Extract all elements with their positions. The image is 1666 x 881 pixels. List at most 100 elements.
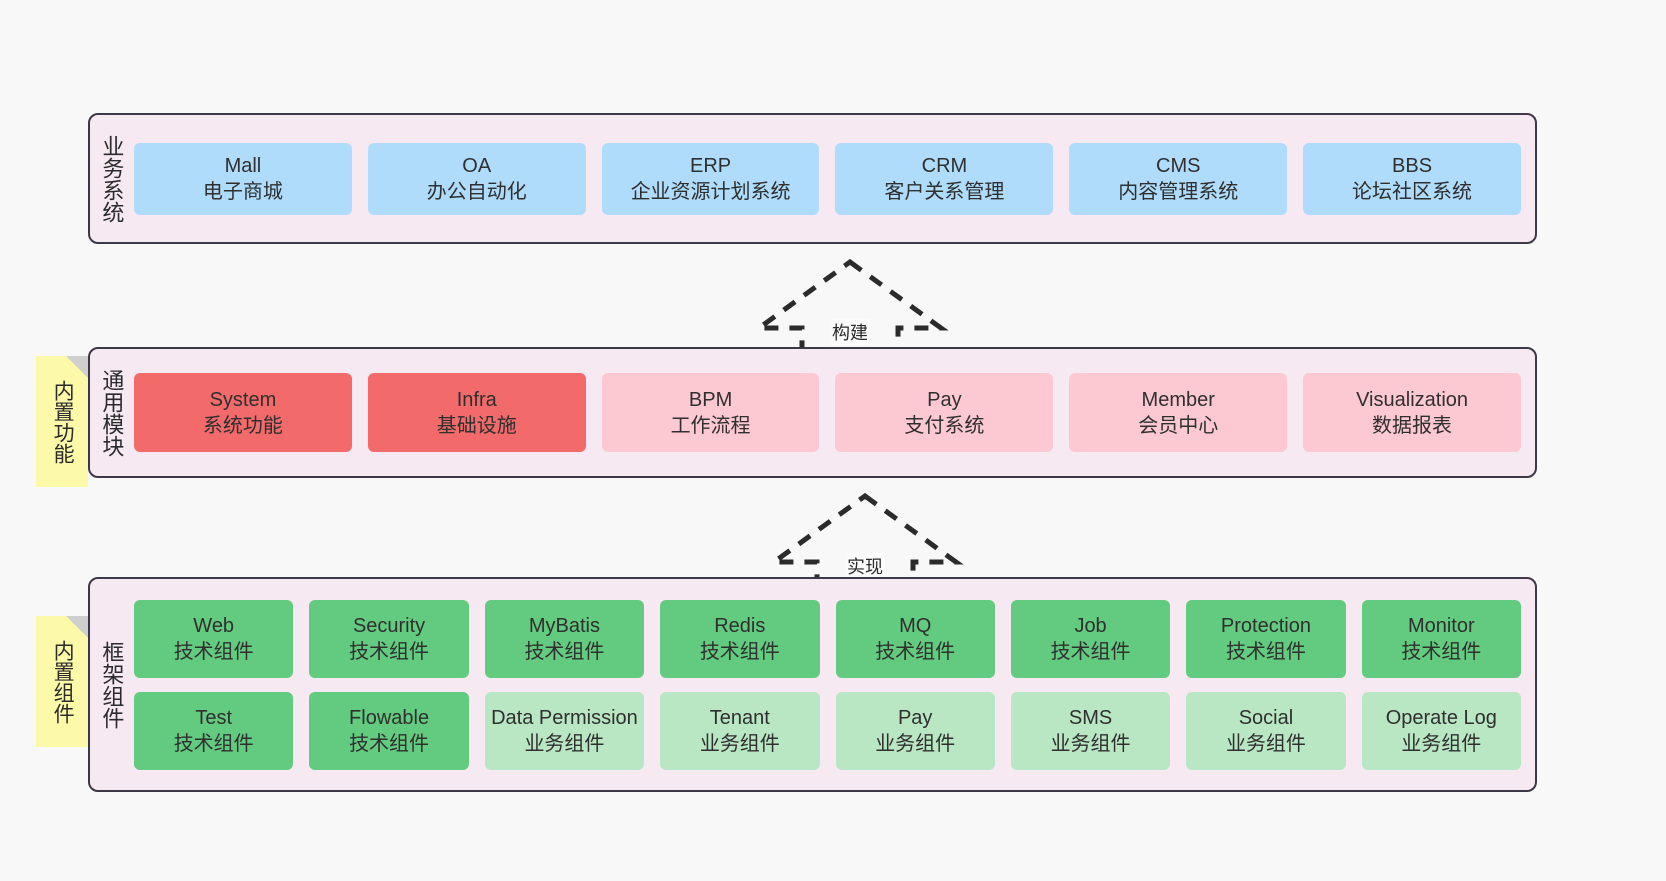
card-redis[interactable]: Redis 技术组件 (660, 599, 820, 678)
layer-common-title: 通用模块 (99, 368, 125, 457)
card-pay-component-en: Pay (897, 706, 933, 729)
card-job-en: Job (1074, 614, 1107, 637)
card-bbs-en: BBS (1392, 154, 1433, 177)
card-social[interactable]: Social 业务组件 (1186, 691, 1346, 770)
note-builtin-function-label: 内置功能 (51, 379, 75, 464)
card-cms-en: CMS (1156, 154, 1201, 177)
card-erp-cn: 企业资源计划系统 (630, 180, 791, 203)
card-system-en: System (209, 388, 277, 411)
connector-implement: 实现 (766, 492, 964, 590)
card-web[interactable]: Web 技术组件 (134, 599, 294, 678)
card-social-en: Social (1238, 706, 1294, 729)
card-oa-en: OA (462, 154, 492, 177)
card-mq-en: MQ (899, 614, 932, 637)
card-job[interactable]: Job 技术组件 (1010, 599, 1171, 678)
card-social-cn: 业务组件 (1225, 732, 1306, 755)
connector-build-label: 构建 (830, 319, 870, 345)
card-redis-cn: 技术组件 (699, 640, 780, 663)
card-security-en: Security (352, 614, 426, 637)
card-job-cn: 技术组件 (1050, 640, 1131, 663)
card-tenant-en: Tenant (709, 706, 770, 729)
card-mall-en: Mall (224, 154, 262, 177)
card-mall[interactable]: Mall 电子商城 (134, 142, 352, 215)
framework-row-tech: Web 技术组件 Security 技术组件 MyBatis 技术组件 Redi… (134, 599, 1521, 678)
layer-business-cards: Mall 电子商城 OA 办公自动化 ERP 企业资源计划系统 CRM 客户关系… (132, 115, 1535, 242)
card-member[interactable]: Member 会员中心 (1069, 373, 1288, 452)
card-data-permission-cn: 业务组件 (524, 732, 605, 755)
card-tenant[interactable]: Tenant 业务组件 (660, 691, 820, 770)
card-bpm[interactable]: BPM 工作流程 (601, 373, 820, 452)
note-builtin-function: 内置功能 (36, 356, 88, 487)
card-crm-cn: 客户关系管理 (884, 180, 1005, 203)
card-test-cn: 技术组件 (173, 732, 254, 755)
card-crm-en: CRM (921, 154, 968, 177)
card-operate-log-cn: 业务组件 (1401, 732, 1482, 755)
layer-business-title: 业务系统 (99, 134, 125, 223)
card-security-cn: 技术组件 (349, 640, 430, 663)
card-data-permission[interactable]: Data Permission 业务组件 (484, 691, 645, 770)
card-protection[interactable]: Protection 技术组件 (1186, 599, 1346, 678)
card-system[interactable]: System 系统功能 (134, 373, 352, 452)
card-operate-log[interactable]: Operate Log 业务组件 (1361, 691, 1521, 770)
note-builtin-component: 内置组件 (36, 616, 88, 747)
card-data-permission-en: Data Permission (491, 706, 638, 729)
card-pay-component[interactable]: Pay 业务组件 (835, 691, 995, 770)
card-erp[interactable]: ERP 企业资源计划系统 (601, 142, 820, 215)
layer-common-cards: System 系统功能 Infra 基础设施 BPM 工作流程 Pay 支付系统… (132, 349, 1535, 476)
card-monitor[interactable]: Monitor 技术组件 (1361, 599, 1521, 678)
card-bbs[interactable]: BBS 论坛社区系统 (1303, 142, 1521, 215)
card-pay-component-cn: 业务组件 (875, 732, 956, 755)
framework-row-business: Test 技术组件 Flowable 技术组件 Data Permission … (134, 691, 1521, 770)
card-flowable[interactable]: Flowable 技术组件 (309, 691, 469, 770)
card-test[interactable]: Test 技术组件 (134, 691, 294, 770)
card-mybatis-en: MyBatis (528, 614, 600, 637)
card-oa-cn: 办公自动化 (426, 180, 527, 203)
card-sms[interactable]: SMS 业务组件 (1010, 691, 1171, 770)
card-system-cn: 系统功能 (202, 414, 283, 437)
card-pay-module[interactable]: Pay 支付系统 (835, 373, 1054, 452)
card-protection-cn: 技术组件 (1225, 640, 1306, 663)
card-security[interactable]: Security 技术组件 (309, 599, 469, 678)
card-pay-module-en: Pay (927, 388, 962, 411)
connector-build: 构建 (751, 258, 949, 356)
card-test-en: Test (195, 706, 233, 729)
note-builtin-component-label: 内置组件 (51, 639, 75, 724)
card-tenant-cn: 业务组件 (699, 732, 780, 755)
card-bpm-en: BPM (688, 388, 733, 411)
card-infra-en: Infra (456, 388, 497, 411)
card-flowable-en: Flowable (349, 706, 430, 729)
note-fold-corner-icon (66, 616, 88, 638)
card-pay-module-cn: 支付系统 (904, 414, 985, 437)
card-infra[interactable]: Infra 基础设施 (367, 373, 586, 452)
card-mall-cn: 电子商城 (202, 180, 283, 203)
layer-business-system: 业务系统 Mall 电子商城 OA 办公自动化 ERP 企业资源计划系统 CRM… (88, 113, 1537, 244)
card-protection-en: Protection (1220, 614, 1311, 637)
card-monitor-en: Monitor (1407, 614, 1475, 637)
card-sms-en: SMS (1068, 706, 1113, 729)
card-mybatis[interactable]: MyBatis 技术组件 (484, 599, 645, 678)
note-fold-corner-icon (66, 356, 88, 378)
card-sms-cn: 业务组件 (1050, 732, 1131, 755)
card-visualization[interactable]: Visualization 数据报表 (1303, 373, 1521, 452)
layer-common-module: 通用模块 System 系统功能 Infra 基础设施 BPM 工作流程 Pay… (88, 347, 1537, 478)
card-cms-cn: 内容管理系统 (1118, 180, 1239, 203)
card-mq[interactable]: MQ 技术组件 (835, 599, 995, 678)
card-bbs-cn: 论坛社区系统 (1352, 180, 1473, 203)
card-web-cn: 技术组件 (173, 640, 254, 663)
card-mybatis-cn: 技术组件 (524, 640, 605, 663)
card-web-en: Web (193, 614, 235, 637)
card-cms[interactable]: CMS 内容管理系统 (1069, 142, 1288, 215)
card-flowable-cn: 技术组件 (349, 732, 430, 755)
card-redis-en: Redis (714, 614, 766, 637)
card-infra-cn: 基础设施 (436, 414, 517, 437)
card-visualization-cn: 数据报表 (1372, 414, 1453, 437)
card-bpm-cn: 工作流程 (670, 414, 751, 437)
card-visualization-en: Visualization (1356, 388, 1469, 411)
layer-framework-title: 框架组件 (99, 640, 125, 729)
layer-framework-component: 框架组件 Web 技术组件 Security 技术组件 MyBatis 技术组件… (88, 577, 1537, 792)
layer-framework-cards: Web 技术组件 Security 技术组件 MyBatis 技术组件 Redi… (132, 579, 1535, 790)
card-erp-en: ERP (690, 154, 732, 177)
card-crm[interactable]: CRM 客户关系管理 (835, 142, 1054, 215)
card-oa[interactable]: OA 办公自动化 (367, 142, 586, 215)
